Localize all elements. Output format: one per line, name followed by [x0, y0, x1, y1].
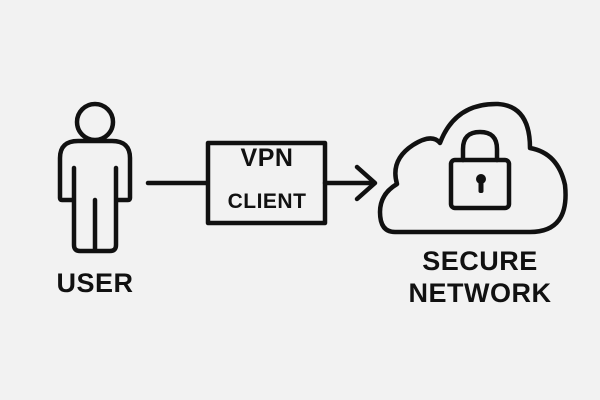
- cloud-icon: [377, 101, 568, 235]
- person-head: [74, 101, 116, 143]
- lock-shackle: [460, 129, 500, 163]
- lock-body: [448, 157, 512, 211]
- vpn-client-label-line1: VPN: [240, 144, 294, 172]
- network-label-line2: NETWORK: [408, 278, 552, 308]
- lock-icon: [448, 129, 512, 211]
- network-label-line1: SECURE: [422, 246, 538, 276]
- keyhole-icon: [476, 174, 486, 193]
- vpn-client-label-line2: CLIENT: [227, 190, 307, 213]
- arrow-head-icon: [354, 164, 378, 202]
- user-label: USER: [56, 268, 134, 298]
- person-icon: [57, 101, 133, 254]
- person-body: [57, 138, 133, 254]
